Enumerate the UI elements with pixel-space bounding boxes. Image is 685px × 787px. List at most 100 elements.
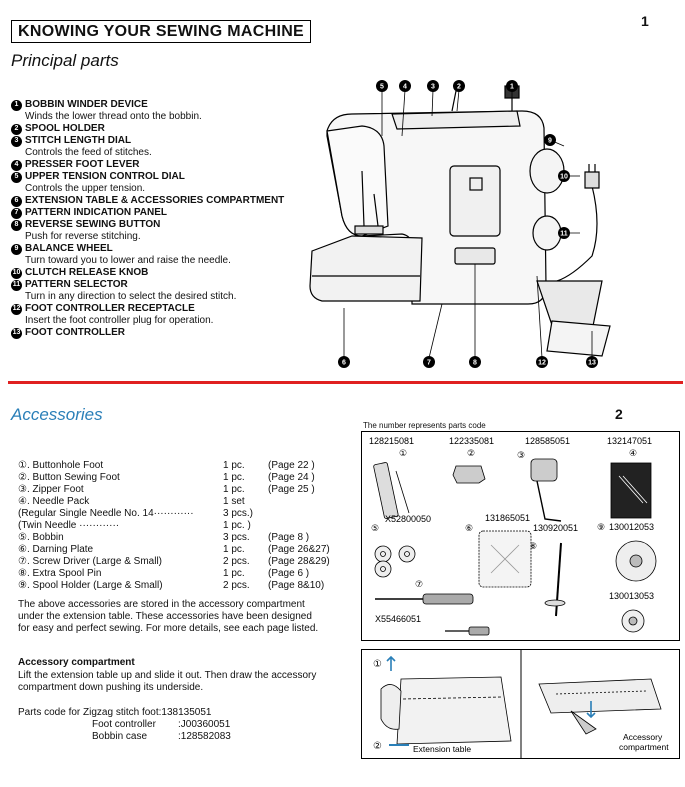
principal-parts-heading: Principal parts [11,51,119,70]
part-number-badge: 11 [11,279,22,291]
accessory-name: ⑧. Extra Spool Pin [18,568,102,579]
part-name: EXTENSION TABLE & ACCESSORIES COMPARTMEN… [25,195,285,206]
accessory-page-ref: (Page 8&10) [268,580,325,591]
part-name: FOOT CONTROLLER [25,327,125,338]
part-name: PRESSER FOOT LEVER [25,159,140,170]
accessory-page-ref [268,496,348,508]
part-number-badge: 6 [11,195,22,207]
accessories-note: The above accessories are stored in the … [18,599,319,634]
part-description: Turn toward you to lower and raise the n… [25,255,231,266]
part-name: BOBBIN WINDER DEVICE [25,99,148,110]
accessory-row: (Twin Needle ············1 pc. ) [18,520,348,532]
accessory-quantity: 1 pc. [223,460,245,471]
part-number-badge: 10 [11,267,22,279]
bobbin-case-code: :128582083 [178,731,231,742]
part-description: Turn in any direction to select the desi… [25,291,237,302]
callout-marker [427,80,439,92]
part-number-badge: 9 [11,243,22,255]
accessory-page-ref: (Page 24 ) [268,472,315,483]
accessory-compartment-label-1: Accessory [623,732,663,742]
part-number-badge: 7 [11,207,22,219]
accessory-quantity: 1 pc. ) [223,520,251,531]
section-divider [8,381,683,384]
accessory-row: ⑦. Screw Driver (Large & Small)2 pcs.(Pa… [18,556,348,568]
callout-marker [423,356,435,368]
part-code-screwdriver: X55466051 [375,614,421,624]
part-number-badge: 5 [11,171,22,183]
callout-label: 5 [380,84,384,91]
part-code-spool-holder-small: 130013053 [609,591,654,601]
accessory-row: ⑤. Bobbin 3 pcs. (Page 8 ) [18,532,348,544]
step-two-marker: ② [373,741,382,752]
accessory-quantity: 1 pc. [223,484,245,495]
accessory-page-ref: (Page 22 ) [268,460,315,471]
callout-marker [506,80,518,92]
callout-marker [338,356,350,368]
part-code-darning-plate: 131865051 [485,513,530,523]
zigzag-foot-code: Parts code for Zigzag stitch foot:138135… [18,707,212,718]
part-description: Winds the lower thread onto the bobbin. [25,111,202,122]
page-number: 1 [641,13,649,29]
marker-spool-pin: ⑧ [529,542,537,552]
accessory-quantity: 2 pcs. [223,580,250,591]
accessory-quantity: 1 pc. [223,544,245,555]
marker-screw-driver: ⑦ [415,580,423,590]
accessory-page-ref [268,520,348,532]
step-one-marker: ① [373,659,382,670]
callout-marker [558,227,570,239]
accessory-row: ⑥. Darning Plate 1 pc. (Page 26&27) [18,544,348,556]
accessory-page-ref: (Page 8 ) [268,532,310,543]
accessory-name: (Regular Single Needle No. 14···········… [18,508,194,519]
part-code-button-foot: 122335081 [449,436,494,446]
accessory-row: (Regular Single Needle No. 14···········… [18,508,348,520]
accessory-quantity: 1 set [223,496,245,507]
callout-marker [453,80,465,92]
callout-label: 12 [538,360,546,367]
part-code-bobbin: X52800050 [385,514,431,524]
callout-marker [558,170,570,182]
compartment-heading: Accessory compartment [18,657,135,668]
accessory-quantity: 3 pcs. [223,532,250,543]
part-description: Controls the feed of stitches. [25,147,152,158]
accessory-page-ref: (Page 28&29) [268,556,330,567]
part-name: PATTERN SELECTOR [25,279,128,290]
part-number-badge: 1 [11,99,22,111]
foot-controller-code-label: Foot controller [92,719,156,730]
accessory-page-ref: (Page 26&27) [268,544,330,555]
part-number-badge: 13 [11,327,22,339]
accessory-name: ⑤. Bobbin [18,532,64,543]
part-code-zipper-foot: 128585051 [525,436,570,446]
compartment-instructions: Lift the extension table up and slide it… [18,670,317,693]
accessories-illustration: 128215081 122335081 128585051 132147051 … [361,431,680,641]
accessory-quantity: 3 pcs.) [223,508,254,519]
callout-label: 2 [457,84,461,91]
part-name: REVERSE SEWING BUTTON [25,219,161,230]
accessory-name: ⑥. Darning Plate [18,544,94,555]
marker-bobbin: ⑤ [371,524,379,534]
callout-label: 1 [510,84,514,91]
callout-label: 7 [427,360,431,367]
callout-label: 13 [588,360,596,367]
callout-marker [376,80,388,92]
accessory-quantity: 1 pc. [223,472,245,483]
accessory-page-ref: (Page 25 ) [268,484,315,495]
accessory-name: ⑨. Spool Holder (Large & Small) [18,580,163,591]
callout-marker [544,134,556,146]
accessory-row: ⑨. Spool Holder (Large & Small) 2 pcs. (Pa… [18,580,348,592]
callout-label: 6 [342,360,346,367]
marker-button-foot: ② [467,449,475,459]
